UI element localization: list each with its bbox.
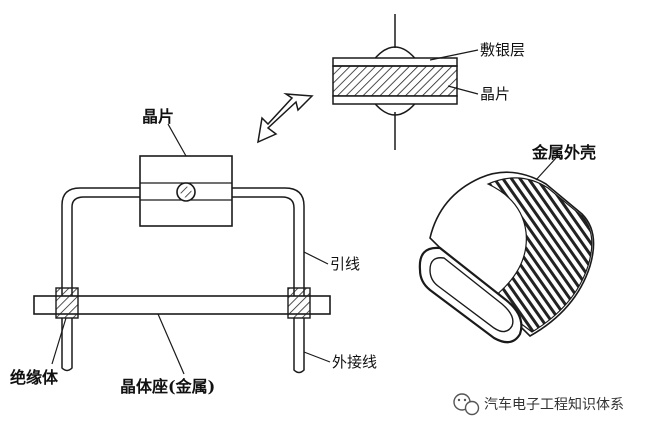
external-lead-leader: [303, 351, 331, 363]
base-label: 晶体座(金属): [120, 377, 215, 396]
external-lead-label: 外接线: [332, 353, 377, 371]
base-plate: [33, 295, 331, 315]
wafer-detail-label: 晶片: [480, 85, 510, 103]
wafer-section: [332, 65, 458, 97]
silver-layer-top: [332, 57, 458, 67]
metal-shell-leader: [535, 157, 557, 181]
electrode-dot-fill: [180, 186, 192, 198]
insulator-leader: [51, 317, 67, 365]
lead-label: 引线: [330, 255, 360, 273]
insulator-right: [287, 287, 311, 319]
silver-layer-bottom: [332, 95, 458, 105]
hollow-arrow-icon: [257, 93, 314, 144]
watermark: 汽车电子工程知识体系: [453, 393, 624, 416]
wechat-icon: [453, 393, 480, 416]
metal-shell-label: 金属外壳: [531, 143, 596, 162]
insulator-left: [55, 287, 79, 319]
wafer-leader: [167, 123, 187, 157]
crystal-assembly: 晶片 引线 外接线 绝缘体 晶体座(金属): [10, 107, 377, 396]
lead-left-inner: [71, 196, 140, 300]
silver-layer-label: 敷银层: [480, 41, 525, 59]
lead-right: [232, 187, 305, 300]
lead-leader: [303, 251, 329, 265]
insulator-label: 绝缘体: [10, 368, 59, 387]
metal-shell-stripes: [486, 177, 593, 333]
wafer-detail-group: 敷银层 晶片: [332, 14, 525, 150]
metal-shell-opening-inner: [429, 257, 514, 333]
wafer-detail-leader: [447, 85, 479, 95]
lead-right-inner: [232, 196, 295, 300]
wafer-label: 晶片: [142, 107, 174, 126]
silver-layer-leader: [429, 49, 479, 61]
external-lead-left: [61, 318, 73, 372]
metal-shell-opening: [418, 246, 523, 344]
external-lead-right: [293, 318, 305, 374]
lead-left: [61, 187, 140, 300]
base-leader: [157, 313, 185, 375]
watermark-text: 汽车电子工程知识体系: [484, 396, 624, 413]
metal-shell-group: 金属外壳: [418, 143, 596, 344]
